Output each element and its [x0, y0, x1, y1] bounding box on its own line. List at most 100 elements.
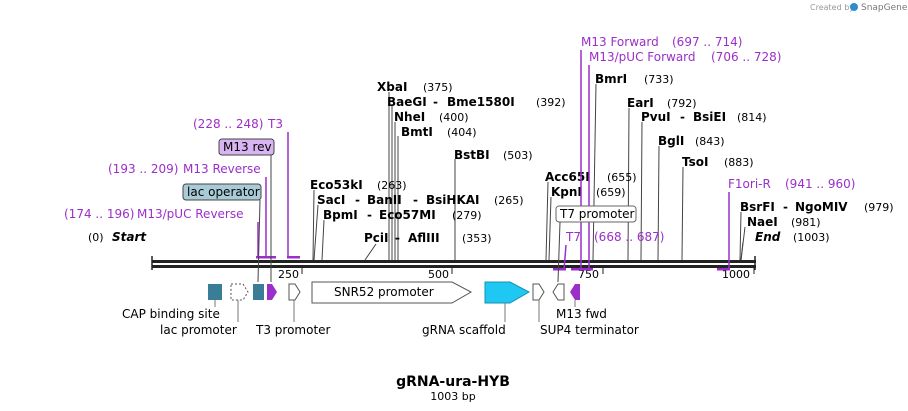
feature-label-lac-promoter[interactable]: lac promoter [160, 323, 237, 337]
site-alt-name: BsiEI [693, 110, 726, 124]
svg-text:-: - [783, 200, 788, 214]
primer-bar [571, 268, 593, 271]
site-nhei[interactable]: NheI (400) [394, 110, 469, 124]
start-label: Start [112, 230, 147, 244]
sup4-terminator-glyph[interactable] [532, 283, 545, 301]
site-name: BmtI [401, 125, 433, 139]
primer-m13-puc-forward[interactable]: M13/pUC Forward (706 .. 728) [571, 50, 781, 271]
site-name: TsoI [682, 155, 708, 169]
site-position: (655) [607, 171, 637, 184]
feature-leaders [214, 300, 576, 322]
site-position: (792) [667, 97, 697, 110]
site-position: (659) [596, 186, 626, 199]
site-bsrfi[interactable]: BsrFI - NgoMIV (979) [740, 200, 894, 214]
feature-m13-rev-box[interactable]: M13 rev [218, 138, 275, 282]
grna-scaffold-glyph[interactable] [484, 281, 531, 304]
site-eari[interactable]: EarI (792) [627, 96, 697, 110]
credit-brand: SnapGene [861, 3, 908, 13]
site-tsoi[interactable]: TsoI (883) [682, 155, 754, 169]
site-bgli[interactable]: BglI (843) [658, 134, 725, 148]
feature-lac-operator-box[interactable]: lac operator [182, 183, 262, 283]
start-marker[interactable]: (0) Start [88, 230, 147, 244]
site-saci[interactable]: SacI - BanII - BsiHKAI (265) [317, 193, 524, 207]
site-name: KpnI [551, 185, 582, 199]
site-name: BglI [658, 134, 684, 148]
feature-t7-promoter-box[interactable]: T7 promoter [555, 205, 637, 283]
primer-range: (697 .. 714) [672, 35, 742, 49]
primer-m13-forward[interactable]: M13 Forward (697 .. 714) [580, 35, 742, 270]
site-bstbi[interactable]: BstBI (503) [454, 148, 533, 162]
feature-label-m13-fwd[interactable]: M13 fwd [556, 307, 607, 321]
site-eco53ki[interactable]: Eco53kI (263) [310, 178, 407, 192]
site-name: EarI [627, 96, 654, 110]
primer-name: M13/pUC Forward [589, 50, 696, 64]
site-xbai[interactable]: XbaI (375) [377, 80, 453, 94]
site-position: (279) [452, 209, 482, 222]
features-track: SNR52 promoter [208, 281, 580, 304]
snapgene-logo-icon [850, 3, 858, 11]
primer-m13-puc-reverse[interactable]: (174 .. 196) M13/pUC Reverse [64, 207, 270, 259]
feature-label-cap-binding-site[interactable]: CAP binding site [122, 307, 220, 321]
end-label: End [755, 230, 781, 244]
t7-promoter-glyph[interactable] [552, 283, 565, 301]
site-alt-name: BanII [367, 193, 402, 207]
site-acc65i[interactable]: Acc65I (655) [545, 170, 637, 184]
box-label: T7 promoter [559, 207, 635, 221]
backbone-bottom-strand [152, 265, 756, 268]
site-pcii[interactable]: PciI - AflIII (353) [364, 231, 492, 245]
site-name: Eco53kI [310, 178, 363, 192]
site-baegi[interactable]: BaeGI - Bme1580I (392) [387, 95, 566, 109]
primer-name: M13 Forward [581, 35, 659, 49]
svg-text:-: - [367, 208, 372, 222]
site-name: Acc65I [545, 170, 590, 184]
site-name: BsrFI [740, 200, 775, 214]
site-name: PciI [364, 231, 389, 245]
site-naei[interactable]: NaeI (981) [747, 215, 821, 229]
backbone [151, 256, 756, 270]
primer-name: T7 [565, 230, 581, 244]
m13-rev-glyph[interactable] [267, 284, 277, 300]
site-position: (814) [737, 111, 767, 124]
site-position: (981) [791, 216, 821, 229]
credit-text: Created by [810, 3, 854, 12]
label-box [218, 138, 275, 156]
cap-binding-site-glyph[interactable] [208, 284, 222, 300]
site-name: BpmI [323, 208, 358, 222]
plasmid-length: 1003 bp [430, 390, 475, 403]
feature-label-sup4-terminator[interactable]: SUP4 terminator [540, 323, 639, 337]
site-bmri[interactable]: BmrI (733) [595, 72, 674, 86]
feature-label-grna-scaffold[interactable]: gRNA scaffold [422, 323, 506, 337]
site-pvui[interactable]: PvuI - BsiEI (814) [641, 110, 767, 124]
lac-operator-glyph[interactable] [253, 284, 264, 300]
site-alt-name: Bme1580I [447, 95, 515, 109]
primer-range: (668 .. 687) [594, 230, 664, 244]
t3-promoter-glyph[interactable] [288, 283, 301, 301]
site-bmti[interactable]: BmtI (404) [401, 125, 477, 139]
feature-label-t3-promoter[interactable]: T3 promoter [255, 323, 331, 337]
svg-text:-: - [355, 193, 360, 207]
site-position: (733) [644, 73, 674, 86]
credit[interactable]: Created by SnapGene [810, 3, 908, 13]
site-position: (404) [447, 126, 477, 139]
primer-t7[interactable]: T7 (668 .. 687) [553, 230, 664, 271]
site-name: PvuI [641, 110, 671, 124]
primer-m13-reverse[interactable]: (193 .. 209) M13 Reverse [108, 162, 276, 259]
site-alt-name: NgoMIV [795, 200, 848, 214]
site-bpmi[interactable]: BpmI - Eco57MI (279) [323, 208, 482, 222]
primer-name: T3 [267, 117, 283, 131]
end-marker[interactable]: End (1003) [740, 230, 830, 261]
site-name: NaeI [747, 215, 778, 229]
site-position: (400) [439, 111, 469, 124]
svg-text:-: - [395, 231, 400, 245]
site-kpni[interactable]: KpnI (659) [551, 185, 626, 199]
primer-range: (174 .. 196) [64, 207, 134, 221]
label-box [555, 205, 637, 223]
m13-fwd-glyph[interactable] [570, 284, 580, 300]
site-name: XbaI [377, 80, 407, 94]
svg-text:-: - [680, 110, 685, 124]
snr52-promoter-glyph[interactable] [311, 281, 473, 304]
lac-promoter-glyph[interactable] [230, 283, 249, 301]
primer-f1ori-r[interactable]: F1ori-R (941 .. 960) [717, 177, 855, 271]
tick-label-500: 500 [428, 268, 449, 281]
primer-t3[interactable]: (228 .. 248) T3 [193, 117, 300, 259]
